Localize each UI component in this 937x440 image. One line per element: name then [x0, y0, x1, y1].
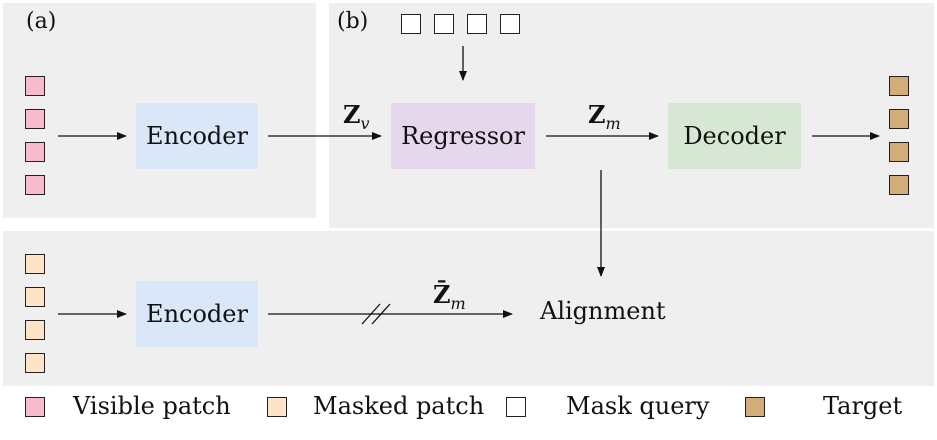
masked-patch-4: [25, 353, 45, 373]
zv-label: Zv: [343, 100, 370, 133]
encoder-box-bottom: Encoder: [136, 281, 258, 347]
mask-query-1: [401, 14, 421, 34]
legend-target-swatch: [745, 397, 765, 417]
regressor-label: Regressor: [401, 122, 525, 150]
panel-b-tag: (b): [337, 9, 369, 34]
visible-patch-4: [25, 175, 45, 195]
masked-patch-1: [25, 254, 45, 274]
mask-query-4: [500, 14, 520, 34]
visible-patch-3: [25, 142, 45, 162]
target-patch-1: [889, 76, 909, 96]
legend-masked-label: Masked patch: [313, 392, 485, 420]
zm-label: Zm: [588, 100, 621, 133]
mask-query-2: [434, 14, 454, 34]
legend-target-label: Target: [823, 392, 903, 420]
masked-patch-2: [25, 287, 45, 307]
target-patch-3: [889, 142, 909, 162]
decoder-label: Decoder: [683, 122, 786, 150]
encoder-label-bottom: Encoder: [146, 300, 248, 328]
stop-gradient-mark-1: [361, 303, 381, 325]
legend-visible-swatch: [25, 397, 45, 417]
visible-patch-2: [25, 109, 45, 129]
encoder-box-top: Encoder: [136, 103, 258, 169]
regressor-box: Regressor: [391, 103, 535, 169]
target-patch-4: [889, 175, 909, 195]
mask-query-3: [467, 14, 487, 34]
panel-a-tag: (a): [26, 9, 57, 34]
masked-patch-3: [25, 320, 45, 340]
legend-query-label: Mask query: [566, 392, 710, 420]
decoder-box: Decoder: [668, 103, 801, 169]
encoder-label-top: Encoder: [146, 122, 248, 150]
legend-masked-swatch: [267, 397, 287, 417]
legend-visible-label: Visible patch: [73, 392, 231, 420]
alignment-label: Alignment: [540, 297, 666, 325]
visible-patch-1: [25, 76, 45, 96]
stop-gradient-mark-2: [371, 303, 391, 325]
legend-query-swatch: [506, 397, 526, 417]
zbar-label: Z̄m: [433, 280, 466, 313]
target-patch-2: [889, 109, 909, 129]
